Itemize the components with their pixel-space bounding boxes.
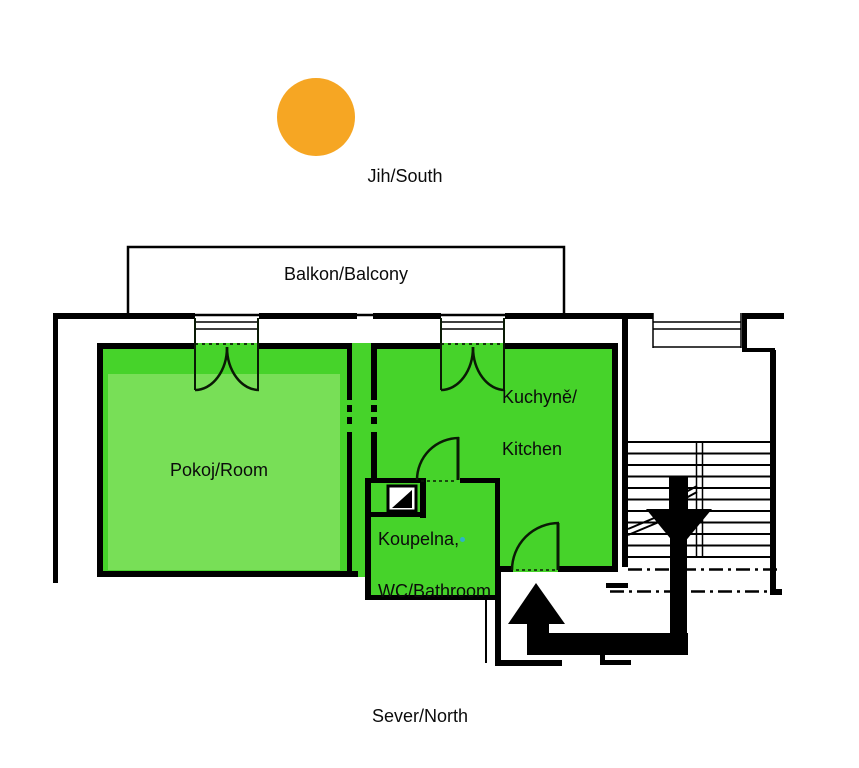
north-label: Sever/North: [371, 706, 469, 726]
kitchen-label-line1: Kuchyně/: [502, 387, 578, 407]
sun-icon: [277, 78, 355, 156]
kitchen-label: Kuchyně/ Kitchen: [502, 384, 577, 462]
outer-walls: [53, 313, 784, 583]
bathroom-label-line1: Koupelna,: [378, 529, 460, 549]
room-pokoj-inner-area: [108, 374, 340, 570]
balcony-label: Balkon/Balcony: [283, 264, 409, 284]
kitchen-walls: [371, 343, 618, 572]
landing-walls: [485, 572, 631, 666]
down-arrow-icon: [646, 509, 712, 549]
bathroom-label-line2: WC/Bathroom: [378, 581, 492, 601]
bathroom-label-dot: [460, 537, 465, 542]
stair-steps: [628, 441, 770, 558]
window-symbols: [195, 313, 742, 348]
kitchen-label-line2: Kitchen: [502, 439, 563, 459]
stair-cut-lines: [610, 568, 782, 593]
route-arrow: [508, 476, 712, 655]
room-label: Pokoj/Room: [169, 460, 269, 480]
bathroom-label: Koupelna, WC/Bathroom: [378, 526, 491, 604]
stair-divider: [695, 442, 704, 557]
vent-icon: [386, 484, 418, 513]
bathroom-walls: [365, 478, 500, 600]
stair-arrow-stem: [669, 476, 688, 512]
balcony-outline: [126, 245, 566, 317]
pokoj-walls: [97, 343, 358, 577]
stairwell: [610, 313, 782, 595]
entrance-door: [510, 521, 560, 571]
balcony-french-doors: [194, 318, 506, 392]
room-fills: [97, 343, 618, 600]
up-arrow-icon: [508, 583, 565, 624]
south-label: Jih/South: [367, 166, 443, 186]
bathroom-door: [415, 436, 460, 482]
